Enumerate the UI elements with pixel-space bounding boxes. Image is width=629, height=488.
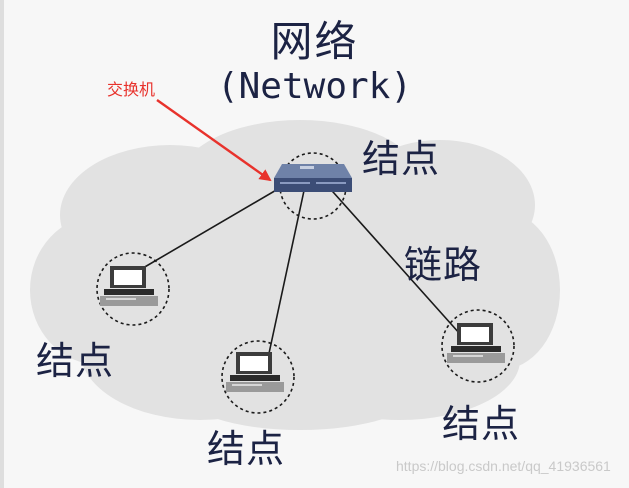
computer-icon [100,266,158,306]
link-switch-left-pc [142,181,291,269]
edge-label-link: 链路 [404,243,483,287]
annotation-label: 交换机 [107,80,156,99]
watermark: https://blog.csdn.net/qq_41936561 [396,458,611,474]
link-switch-bottom-pc [267,185,306,359]
annotation-arrow [156,99,272,182]
node-label-left: 结点 [36,339,115,383]
node-label-bottom: 结点 [207,427,286,471]
switch-icon [274,164,352,192]
links [142,181,461,359]
diagram-title: 网络 [270,17,359,66]
diagram-subtitle: (Network) [216,66,413,107]
node-label-switch: 结点 [362,137,441,181]
left-edge-strip [0,0,4,488]
node-label-right: 结点 [442,402,521,446]
node-circle-bottom [221,340,295,414]
node-circle-right [441,309,515,383]
computer-icon [447,323,505,363]
node-circle-left [96,252,170,326]
computer-icon [226,352,284,392]
link-switch-right-pc [324,182,461,335]
